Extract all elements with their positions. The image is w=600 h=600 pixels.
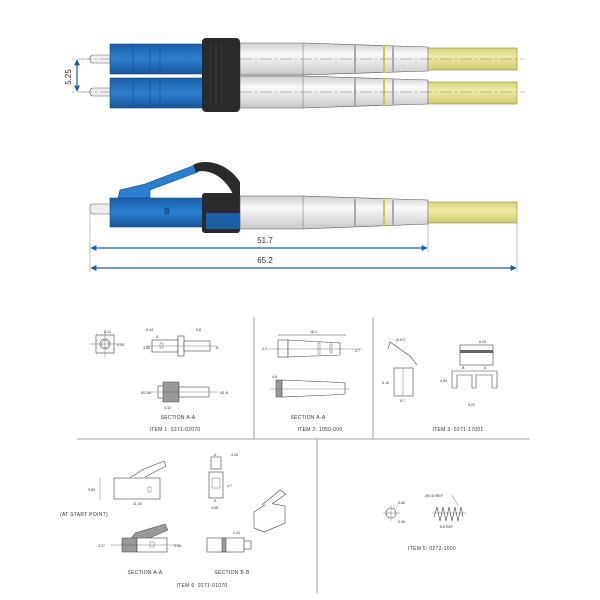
item6-section-b-label: SECTION B-B	[214, 570, 250, 576]
dim: 4.55	[211, 506, 218, 510]
dim: 4.55	[117, 343, 124, 347]
dim-label-51-7: 51.7	[257, 236, 273, 245]
dim: 4.8	[272, 375, 277, 379]
item3-panel: (6.87) 6.16 5.7 6.25 4.50 6.20 B A ITEM …	[382, 338, 498, 433]
dim: 6.6 REF	[440, 525, 454, 529]
dim: 6.44	[146, 328, 153, 332]
item2-title: ITEM 2: 1050-000	[298, 427, 343, 433]
item6-section-a-label: SECTION A-A	[128, 570, 163, 576]
dim: 4.32	[164, 406, 171, 410]
section-mark: A	[484, 366, 487, 370]
dim: Ø2.88	[141, 391, 151, 395]
item2-panel: 18.3 4.2 2.7 4.8 SECTION A-A ITEM 2: 105…	[262, 330, 362, 433]
dim: 4.50	[440, 379, 447, 383]
duplex-clip	[202, 38, 240, 112]
connector-lower	[80, 75, 525, 109]
dim-label-65-2: 65.2	[257, 256, 273, 265]
dim: 4.43	[233, 531, 240, 535]
dim: 4.35	[231, 453, 238, 457]
panel-grid	[77, 317, 530, 593]
dim: 6.20	[468, 403, 475, 407]
dim: 18.3	[310, 330, 317, 334]
dim: 0.05	[398, 520, 405, 524]
dim: 0.80	[398, 501, 405, 505]
dim: Ø1.8	[220, 391, 228, 395]
item6-panel: 5.80 11.00 (AT START POINT) 4.35 3.7 4.5…	[60, 453, 287, 589]
dim: (6.87)	[396, 338, 405, 342]
item1-section-label: SECTION A-A	[161, 415, 196, 421]
pitch-dim-label: 5.25	[64, 69, 73, 85]
item5-panel: 0.80 0.05 Ø0.40 REF 6.6 REF ITEM 5: 0272…	[383, 494, 466, 552]
spring	[433, 506, 464, 522]
dim: 4.12	[104, 330, 111, 334]
dim: 3.56	[143, 346, 150, 350]
item6-start-point-note: (AT START POINT)	[60, 512, 108, 518]
item2-section-label: SECTION A-A	[291, 415, 326, 421]
dim: 3.58	[174, 544, 181, 548]
section-mark: A	[156, 335, 159, 339]
latch-trigger	[193, 161, 240, 196]
dim: 4.2	[262, 347, 267, 351]
item1-panel: 4.12 4.55 6.44 6.44 5.8 3.56 A A Ø2.88 Ø…	[90, 328, 228, 433]
item6-title: ITEM 6: 0271-01070	[177, 583, 228, 589]
dim: 5.7	[400, 399, 405, 403]
item1-title: ITEM 1: 0271-02070	[150, 427, 201, 433]
section-mark: B	[462, 366, 465, 370]
connector-upper	[80, 42, 525, 76]
duplex-connector-top-view: 5.25	[64, 38, 525, 112]
section-mark: A	[216, 346, 219, 350]
dim: 6.16	[382, 381, 389, 385]
connector-side-view: 51.7 65.2	[89, 161, 518, 272]
item6-isometric	[253, 502, 286, 533]
dim: 2.7	[355, 349, 360, 353]
dim: 5.8	[196, 328, 201, 332]
section-mark: A	[214, 453, 217, 457]
latch-lever	[117, 164, 199, 199]
dim: 3.7	[227, 484, 232, 488]
dim: Ø0.40 REF	[425, 494, 444, 498]
dim: 6.25	[479, 340, 486, 344]
item5-title: ITEM 5: 0272-1000	[408, 546, 456, 552]
pitch-dimension: 5.25	[64, 58, 90, 93]
dim: 3.27	[98, 544, 105, 548]
section-mark: A	[214, 499, 217, 503]
item3-title: ITEM 3: 0271-17001	[433, 427, 484, 433]
dim: 5.80	[88, 488, 95, 492]
dim: 11.00	[133, 502, 142, 506]
